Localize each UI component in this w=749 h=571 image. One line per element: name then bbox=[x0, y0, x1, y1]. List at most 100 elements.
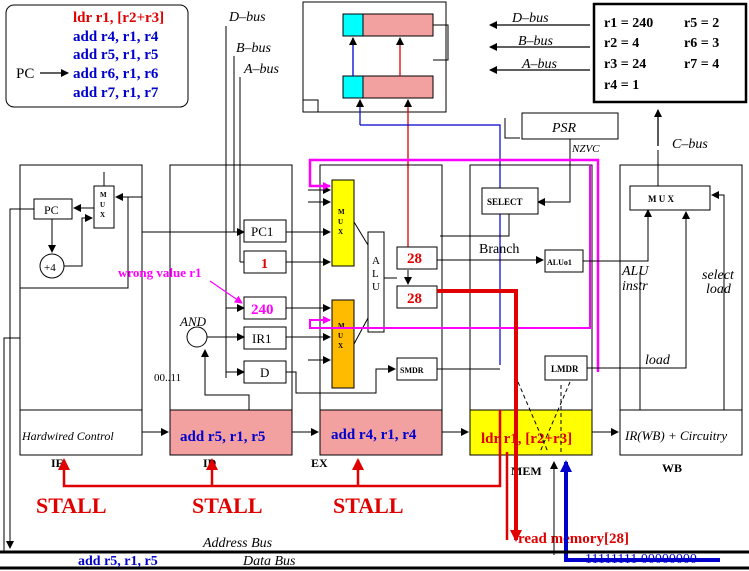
register-value: r3 = 24 bbox=[604, 57, 646, 72]
instruction-line: add r4, r1, r4 bbox=[73, 29, 159, 45]
svg-text:LMDR: LMDR bbox=[551, 364, 579, 374]
d-bus-label: D–bus bbox=[228, 10, 266, 25]
register-value: r4 = 1 bbox=[604, 78, 639, 93]
if-stage-label: IF bbox=[51, 456, 63, 470]
wb-stage: M U X ALU instr select load load IR(WB) … bbox=[583, 150, 743, 456]
instruction-line: ldr r1, [r2+r3] bbox=[73, 10, 164, 26]
alu-instr-label: instr bbox=[622, 279, 648, 294]
id-instruction: add r5, r1, r5 bbox=[180, 429, 265, 445]
if-stage: PC M U X +4 Hardwired Control bbox=[6, 172, 143, 549]
stall-label-if: STALL bbox=[36, 493, 107, 518]
id-stage: PC1 1 240 IR1 D AND 00..11 add r5, r1, r… bbox=[118, 219, 293, 456]
svg-text:SELECT: SELECT bbox=[487, 197, 523, 207]
nzvc-label: NZVC bbox=[571, 143, 600, 155]
alu-instr-label: ALU bbox=[621, 264, 649, 279]
register-value: r1 = 240 bbox=[604, 16, 653, 31]
wb-instruction-box bbox=[619, 409, 743, 456]
wrong-value-annotation: wrong value r1 bbox=[118, 265, 202, 280]
data-bus-label: Data Bus bbox=[242, 554, 296, 569]
mem-stage-label: MEM bbox=[511, 464, 542, 478]
c-bus-label: C–bus bbox=[672, 137, 708, 152]
regfile-output-buses: D–bus B–bus A–bus bbox=[489, 11, 590, 74]
register-value: r7 = 4 bbox=[684, 57, 719, 72]
address-bus-label: Address Bus bbox=[202, 536, 273, 551]
wb-mux bbox=[629, 185, 711, 211]
svg-text:A: A bbox=[372, 255, 380, 267]
data-bus-instruction: add r5, r1, r5 bbox=[78, 554, 158, 569]
register-value: r5 = 2 bbox=[684, 16, 719, 31]
svg-text:AND: AND bbox=[179, 314, 207, 329]
program-listing: ldr r1, [r2+r3] add r4, r1, r4 add r5, r… bbox=[5, 4, 189, 108]
svg-text:X: X bbox=[100, 211, 105, 219]
memory-data-path: 11111111 00000000 bbox=[550, 460, 720, 567]
select-unit bbox=[481, 187, 539, 215]
select-load-label: select bbox=[702, 268, 735, 283]
memory-read-path: read memory[28] bbox=[437, 289, 629, 547]
alu bbox=[367, 231, 385, 333]
stall-signals: STALL STALL STALL bbox=[36, 410, 502, 518]
memory-data-label: 11111111 00000000 bbox=[585, 552, 697, 567]
svg-text:240: 240 bbox=[251, 302, 274, 318]
a-bus-label-right: A–bus bbox=[521, 57, 558, 72]
forward-register bbox=[396, 285, 438, 309]
stall-label-ex: STALL bbox=[333, 493, 404, 518]
d-bus-label-right: D–bus bbox=[511, 11, 549, 26]
svg-text:1: 1 bbox=[261, 257, 268, 272]
id-stage-label: ID bbox=[203, 456, 217, 470]
system-buses: Address Bus Data Bus add r5, r1, r5 bbox=[0, 337, 749, 570]
hardwired-control-label: Hardwired Control bbox=[21, 429, 114, 443]
lmdr-register bbox=[544, 355, 588, 381]
ex-mux-top bbox=[331, 179, 355, 267]
svg-text:PC1: PC1 bbox=[251, 224, 273, 239]
branch-label: Branch bbox=[479, 242, 519, 257]
a-bus-label: A–bus bbox=[243, 62, 280, 77]
register-file: r1 = 240 r2 = 4 r3 = 24 r4 = 1 r5 = 2 r6… bbox=[592, 2, 748, 104]
stall-label-id: STALL bbox=[192, 493, 263, 518]
svg-text:X: X bbox=[338, 342, 343, 350]
svg-text:L: L bbox=[372, 268, 379, 280]
psr-register: PSR NZVC bbox=[521, 112, 619, 206]
forwarding-path bbox=[308, 158, 600, 372]
svg-text:U: U bbox=[338, 218, 343, 226]
read-memory-label: read memory[28] bbox=[518, 531, 629, 547]
svg-text:X: X bbox=[338, 228, 343, 236]
svg-text:M U X: M U X bbox=[648, 194, 674, 204]
ex-stage: M U X M U X A L U 28 28 SMDR add r4, r1,… bbox=[286, 179, 443, 456]
svg-text:U: U bbox=[372, 281, 380, 293]
b-bus-label-right: B–bus bbox=[518, 34, 554, 49]
svg-text:28: 28 bbox=[407, 291, 422, 307]
svg-text:PC: PC bbox=[44, 203, 59, 217]
wb-instruction: IR(WB) + Circuitry bbox=[624, 428, 727, 443]
instruction-line: add r6, r1, r6 bbox=[73, 66, 159, 82]
instruction-line: add r5, r1, r5 bbox=[73, 47, 158, 63]
svg-text:M: M bbox=[338, 322, 345, 330]
wb-stage-label: WB bbox=[662, 461, 682, 475]
register-value: r6 = 3 bbox=[684, 36, 719, 51]
ex-instruction: add r4, r1, r4 bbox=[331, 427, 417, 443]
psr-label: PSR bbox=[551, 121, 577, 136]
svg-text:+4: +4 bbox=[44, 262, 56, 274]
svg-text:D: D bbox=[260, 365, 269, 380]
pc-pointer-label: PC bbox=[16, 66, 34, 82]
svg-text:U: U bbox=[100, 201, 105, 209]
load-label: load bbox=[645, 353, 671, 368]
ex-stage-label: EX bbox=[311, 456, 328, 470]
svg-text:ALUo1: ALUo1 bbox=[547, 258, 572, 267]
svg-text:U: U bbox=[338, 332, 343, 340]
svg-text:00..11: 00..11 bbox=[154, 372, 181, 384]
hardwired-control-box bbox=[19, 409, 143, 456]
svg-text:M: M bbox=[100, 191, 107, 199]
instruction-line: add r7, r1, r7 bbox=[73, 85, 159, 101]
ex-instruction-box bbox=[319, 409, 443, 456]
svg-text:M: M bbox=[338, 208, 345, 216]
and-gate bbox=[186, 326, 208, 348]
register-value: r2 = 4 bbox=[604, 36, 639, 51]
mem-instruction: ldr r1, [r2+r3] bbox=[481, 431, 572, 447]
id-instruction-box bbox=[169, 409, 293, 456]
mem-instruction-box bbox=[469, 409, 593, 456]
mem-stage: SELECT Branch ALUo1 LMDR ldr r1, [r2+r3] bbox=[437, 187, 593, 456]
svg-text:SMDR: SMDR bbox=[400, 366, 424, 375]
svg-text:28: 28 bbox=[407, 251, 422, 267]
b-bus-label: B–bus bbox=[236, 41, 272, 56]
